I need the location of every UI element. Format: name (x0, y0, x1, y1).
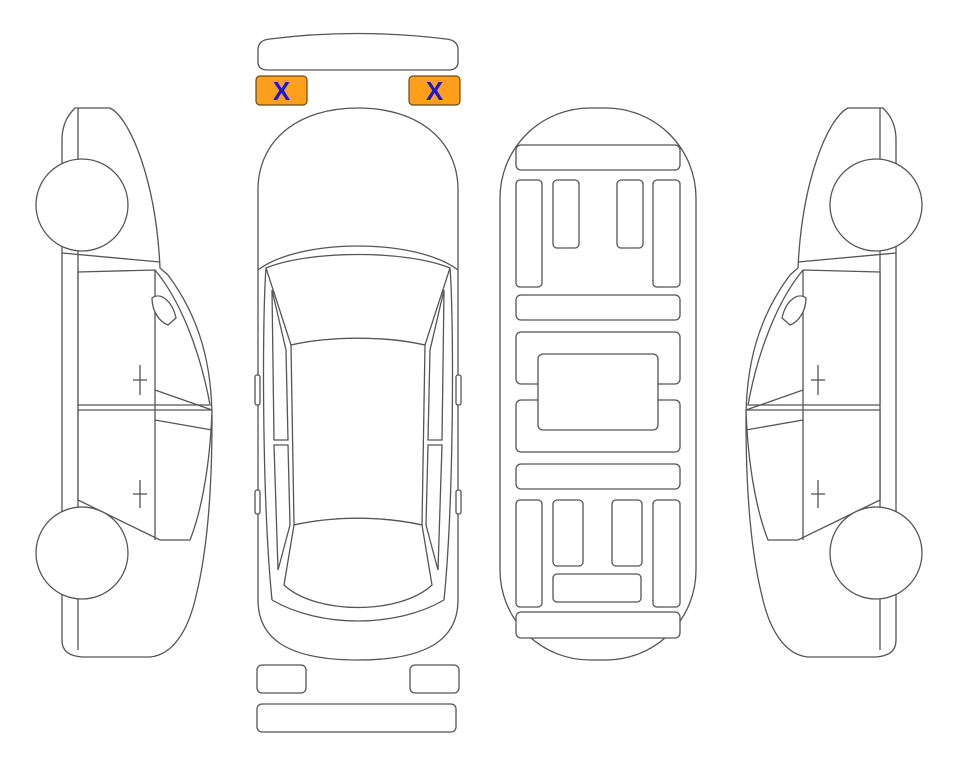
rear-window[interactable] (283, 517, 433, 609)
right-rear-window[interactable] (425, 444, 443, 571)
rear-left-light[interactable] (256, 664, 307, 694)
right-front-window[interactable] (427, 289, 445, 441)
hood-line (257, 245, 459, 271)
floor-crossmember-front[interactable] (515, 294, 681, 321)
right-door-handles (811, 365, 825, 508)
floor-left-pan-rear[interactable] (552, 499, 584, 567)
right-mirror[interactable] (455, 374, 462, 406)
floor-left-pan-front[interactable] (552, 179, 580, 249)
car-underbody-view (499, 107, 697, 661)
left-side-line (262, 267, 273, 601)
headlight-left-marker[interactable]: X (255, 75, 308, 106)
left-door-handles (133, 365, 147, 508)
left-side-mirror[interactable] (151, 295, 177, 326)
trunk-line (271, 599, 445, 622)
car-left-side-view (35, 107, 213, 658)
floor-left-rail-rear[interactable] (515, 499, 543, 608)
headlight-right-marker[interactable]: X (408, 75, 461, 106)
left-door-handle[interactable] (254, 489, 261, 515)
right-side-mirror[interactable] (781, 295, 807, 326)
floor-right-rail-rear[interactable] (652, 499, 681, 608)
right-rear-wheel[interactable] (829, 506, 923, 600)
rear-right-light[interactable] (409, 664, 460, 694)
roof[interactable] (290, 337, 426, 526)
left-rear-door-window[interactable] (77, 409, 213, 541)
front-bumper[interactable] (257, 32, 459, 71)
left-rear-window[interactable] (273, 444, 291, 571)
floor-rear-panel[interactable] (515, 611, 681, 639)
floor-front-panel[interactable] (515, 144, 681, 171)
windshield[interactable] (265, 253, 451, 346)
right-trim-lines (745, 389, 804, 431)
floor-right-pan-front[interactable] (616, 179, 644, 249)
right-front-door-window[interactable] (747, 269, 881, 406)
rear-bumper[interactable] (256, 703, 457, 733)
marker-label: X (273, 76, 291, 106)
car-right-side-view (745, 107, 923, 658)
floor-center-tunnel[interactable] (537, 353, 659, 431)
left-trim-lines (154, 389, 213, 431)
left-mirror[interactable] (254, 374, 261, 406)
car-top-view: X X (254, 32, 462, 733)
right-front-wheel[interactable] (829, 158, 923, 252)
right-door-handle[interactable] (455, 489, 462, 515)
floor-right-pan-rear[interactable] (611, 499, 643, 567)
left-front-window[interactable] (271, 289, 289, 441)
left-front-wheel[interactable] (35, 158, 129, 252)
marker-label: X (426, 76, 444, 106)
floor-right-rail-front[interactable] (652, 179, 681, 288)
right-rear-door-window[interactable] (745, 409, 881, 541)
floor-crossmember-rear[interactable] (515, 463, 681, 490)
right-side-line (443, 267, 454, 601)
floor-spare-well[interactable] (552, 573, 642, 603)
left-front-door-window[interactable] (77, 269, 211, 406)
left-rear-wheel[interactable] (35, 506, 129, 600)
floor-left-rail-front[interactable] (515, 179, 543, 288)
